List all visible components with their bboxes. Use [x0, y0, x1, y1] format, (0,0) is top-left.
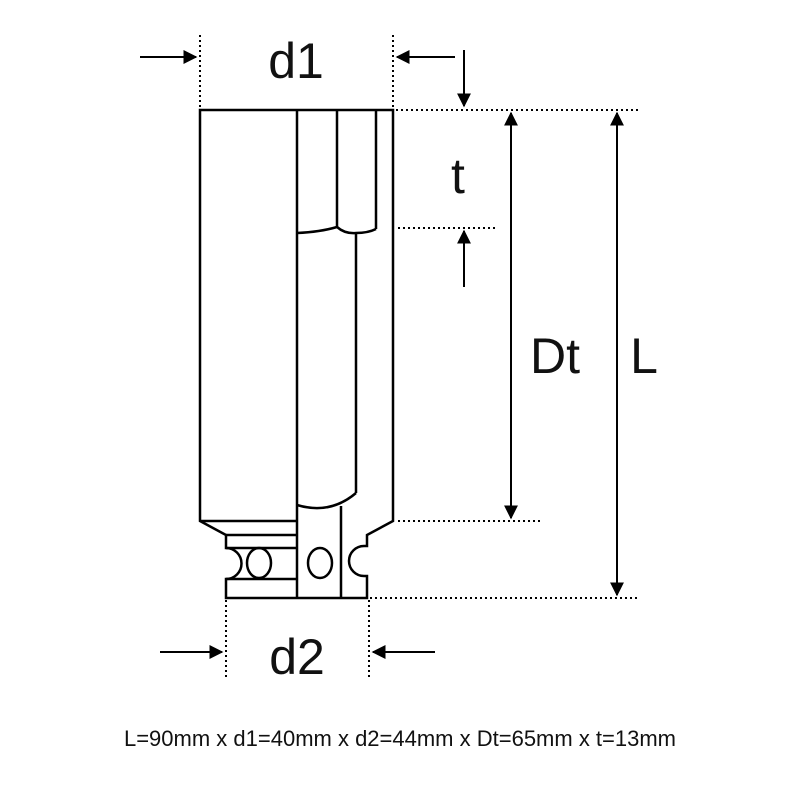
d2-label: d2: [269, 629, 325, 685]
socket-drawing: [198, 108, 395, 600]
ball-detent: [245, 546, 273, 580]
dt-label: Dt: [530, 328, 580, 384]
d1-label: d1: [268, 33, 324, 89]
l-label: L: [630, 328, 658, 384]
pin-hole: [306, 546, 334, 580]
dimensions-caption: L=90mm x d1=40mm x d2=44mm x Dt=65mm x t…: [123, 726, 677, 751]
dimension-arrows: [140, 50, 624, 659]
extension-lines: [199, 35, 638, 680]
t-label: t: [451, 148, 465, 204]
